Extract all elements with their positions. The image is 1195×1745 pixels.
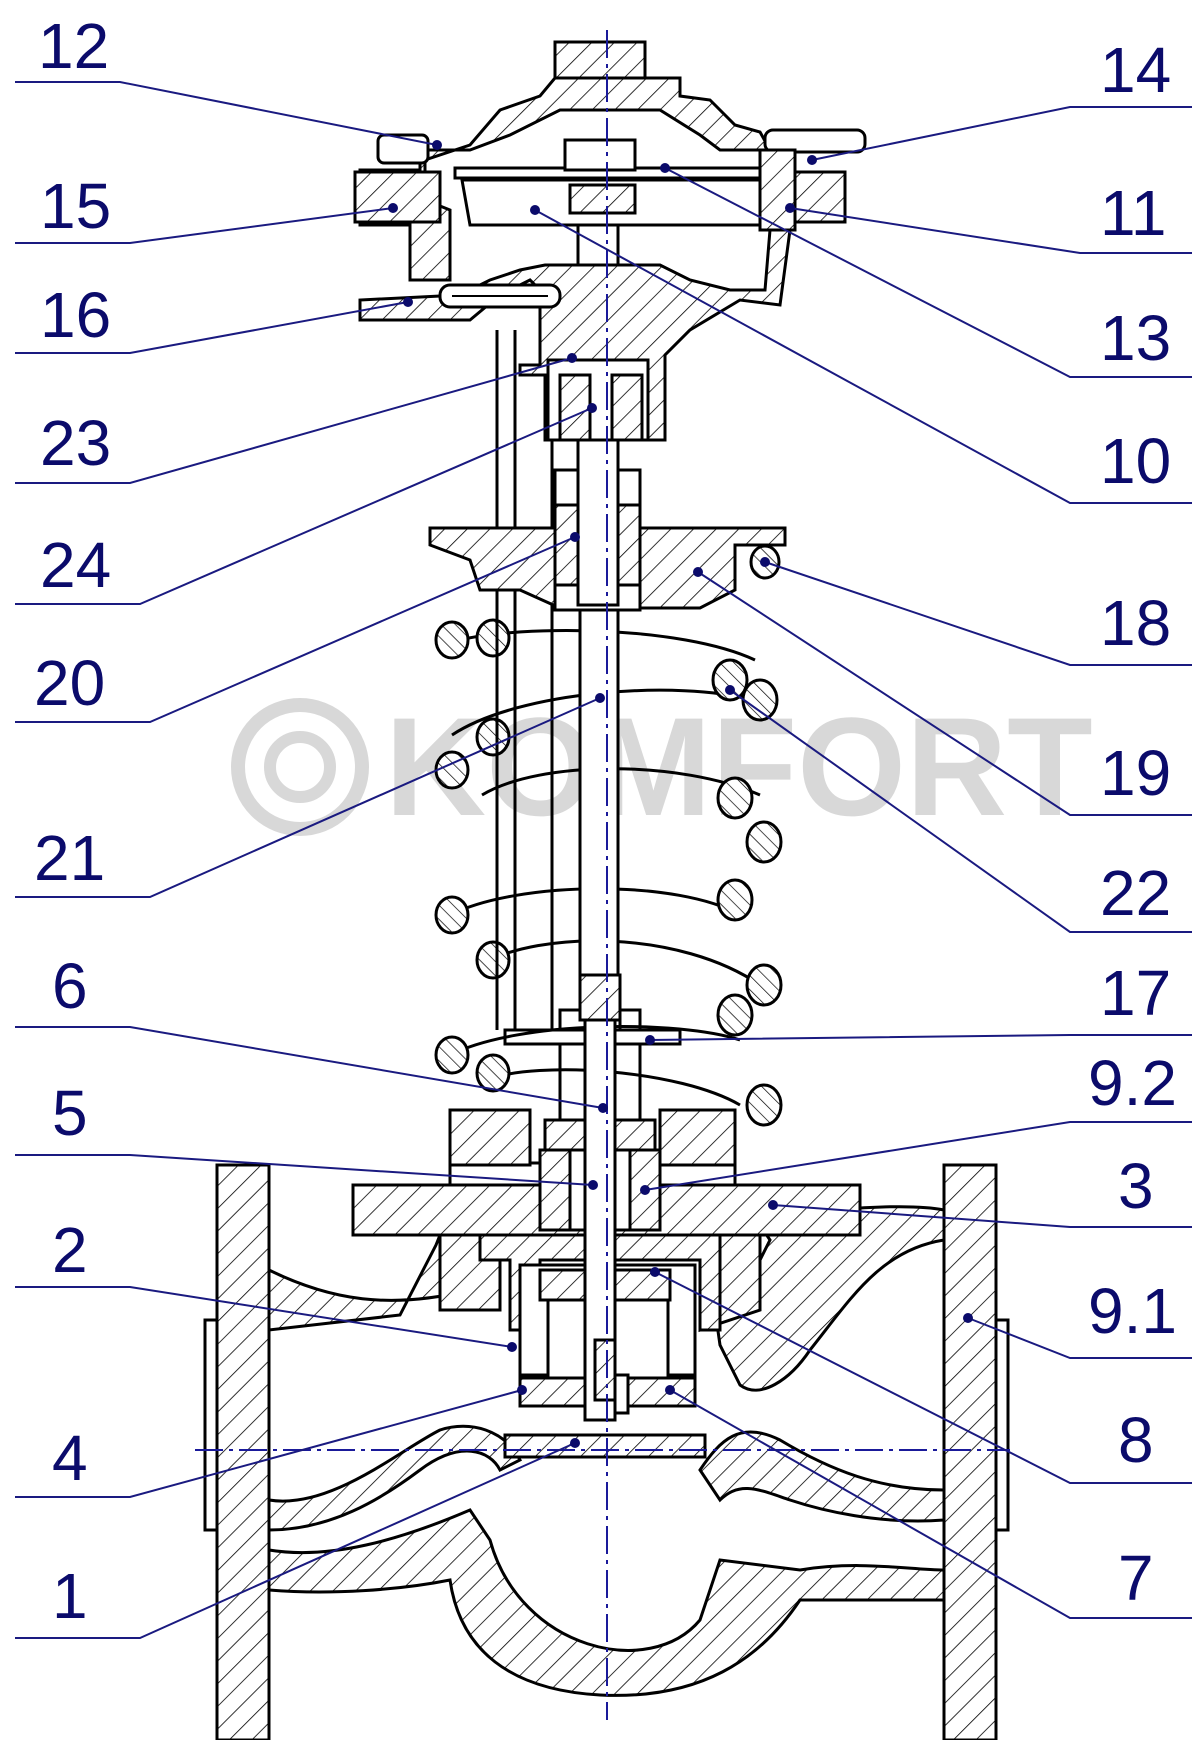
callout-label-6: 6 [52,950,88,1022]
callout-label-9-1: 9.1 [1088,1275,1177,1347]
callout-label-15: 15 [40,170,111,242]
callout-label-13: 13 [1100,302,1171,374]
yoke [495,330,554,1030]
callout-label-16: 16 [40,279,111,351]
callout-8: 8 [650,1267,1192,1484]
callout-label-5: 5 [52,1077,88,1149]
callouts: 12 15 16 23 24 20 21 6 [15,10,1192,1639]
callout-9-2: 9.2 [640,1047,1192,1195]
callout-18: 18 [760,557,1192,666]
callout-24: 24 [15,403,597,605]
callout-3: 3 [768,1150,1192,1228]
callout-2: 2 [15,1214,517,1352]
callout-label-20: 20 [34,647,105,719]
callout-label-9-2: 9.2 [1088,1047,1177,1119]
callout-label-2: 2 [52,1214,88,1286]
callout-label-4: 4 [52,1422,88,1494]
callout-label-1: 1 [52,1560,88,1632]
callout-label-3: 3 [1118,1150,1154,1222]
left-flange [215,1163,271,1742]
callout-label-24: 24 [40,529,111,601]
watermark: KOMFORT [231,688,1093,845]
callout-4: 4 [15,1385,527,1498]
callout-1: 1 [15,1438,580,1639]
callout-15: 15 [15,170,398,244]
callout-label-7: 7 [1118,1542,1154,1614]
callout-label-8: 8 [1118,1404,1154,1476]
callout-12: 12 [15,10,442,150]
callout-label-11: 11 [1100,177,1166,249]
callout-19: 19 [693,567,1192,816]
callout-17: 17 [645,957,1192,1045]
callout-label-22: 22 [1100,857,1171,929]
callout-9-1: 9.1 [963,1275,1192,1359]
callout-14: 14 [807,34,1192,165]
callout-10: 10 [530,205,1192,504]
callout-13: 13 [660,163,1192,378]
callout-label-14: 14 [1100,34,1171,106]
callout-label-10: 10 [1100,425,1171,497]
callout-16: 16 [15,279,413,354]
watermark-text: KOMFORT [385,688,1093,845]
callout-6: 6 [15,950,608,1113]
callout-label-21: 21 [34,822,105,894]
spring [434,618,783,1127]
callout-22: 22 [725,685,1192,933]
actuator-lower [358,228,792,442]
callout-20: 20 [15,532,580,723]
callout-11: 11 [785,177,1192,254]
callout-label-23: 23 [40,407,111,479]
callout-label-19: 19 [1100,737,1171,809]
right-flange [942,1163,998,1742]
callout-5: 5 [15,1077,598,1190]
callout-label-17: 17 [1100,957,1171,1029]
callout-label-12: 12 [38,10,109,82]
callout-label-18: 18 [1100,587,1171,659]
callout-21: 21 [15,693,605,898]
callout-23: 23 [15,353,577,484]
callout-7: 7 [665,1385,1192,1619]
